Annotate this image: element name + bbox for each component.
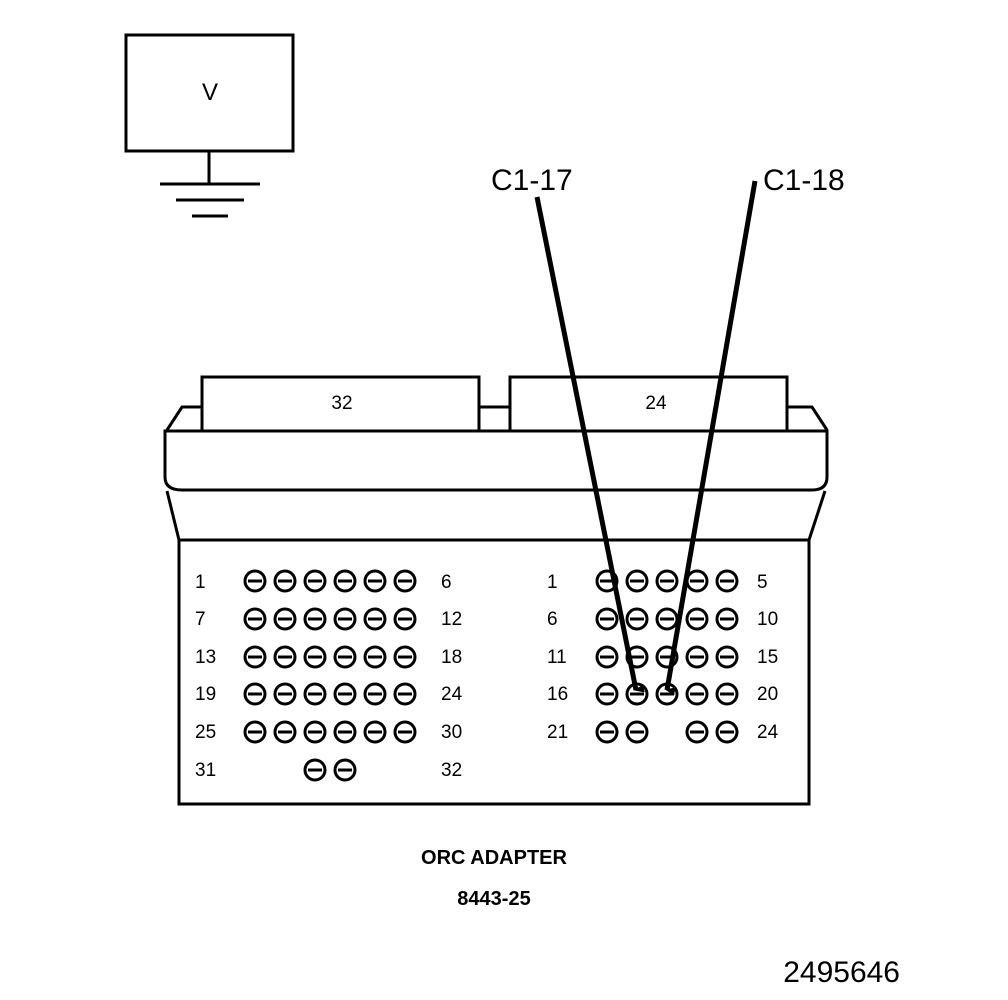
pin-label: 1: [195, 572, 206, 593]
pin-label: 32: [441, 760, 462, 781]
pin-label: 20: [757, 684, 778, 705]
pin-socket: [715, 569, 739, 593]
pin-socket: [685, 720, 709, 744]
probe-leads: [534, 180, 758, 696]
pin-socket: [393, 607, 417, 631]
adapter-part-number: 8443-25: [457, 888, 530, 910]
pin-socket: [393, 682, 417, 706]
connector-left-row-labels: 1 6 7 12 13 18 19 24 25 30 31 32: [195, 572, 463, 781]
pin-label: 16: [547, 684, 568, 705]
probe-label-c1-18: C1-18: [763, 164, 845, 197]
pin-socket: [715, 682, 739, 706]
pin-socket: [685, 607, 709, 631]
pin-socket: [333, 682, 357, 706]
pin-socket: [625, 720, 649, 744]
pin-label: 30: [441, 722, 462, 743]
pin-socket: [303, 682, 327, 706]
pin-label: 6: [441, 572, 452, 593]
pin-socket: [273, 682, 297, 706]
pin-socket: [243, 569, 267, 593]
pin-socket: [685, 645, 709, 669]
pin-socket: [273, 607, 297, 631]
pin-label: 6: [547, 609, 558, 630]
pin-socket: [363, 569, 387, 593]
pin-socket: [333, 607, 357, 631]
pin-socket: [363, 682, 387, 706]
pin-socket: [333, 569, 357, 593]
pin-socket: [363, 607, 387, 631]
voltmeter-box: [124, 33, 295, 153]
connector-left-pins: [243, 569, 417, 782]
adapter-face: [177, 538, 811, 806]
pin-label: 7: [195, 609, 206, 630]
pin-socket: [243, 607, 267, 631]
pin-socket: [363, 720, 387, 744]
pin-label: 19: [195, 684, 216, 705]
pin-socket: [333, 720, 357, 744]
pin-socket: [303, 758, 327, 782]
figure-id: 2495646: [783, 956, 900, 989]
pin-socket: [595, 607, 619, 631]
probe-label-c1-17: C1-17: [491, 164, 573, 197]
pin-label: 18: [441, 647, 462, 668]
pin-socket: [715, 645, 739, 669]
pin-label: 31: [195, 760, 216, 781]
pin-socket: [393, 720, 417, 744]
pin-socket: [303, 607, 327, 631]
pin-socket: [303, 720, 327, 744]
connector-right-pins: [595, 569, 739, 744]
pin-socket: [273, 645, 297, 669]
pin-socket: [243, 682, 267, 706]
pin-socket: [333, 645, 357, 669]
pin-socket: [625, 569, 649, 593]
pin-label: 11: [547, 647, 567, 668]
connector-right-tab-label: 24: [645, 393, 667, 414]
pin-socket: [685, 569, 709, 593]
pin-socket: [363, 645, 387, 669]
pin-socket: [655, 569, 679, 593]
pin-socket: [595, 720, 619, 744]
pin-socket: [393, 569, 417, 593]
adapter-upper-body: [163, 429, 829, 492]
voltmeter: V: [124, 33, 295, 218]
pin-socket: [243, 720, 267, 744]
pin-label: 13: [195, 647, 216, 668]
pin-label: 21: [547, 722, 568, 743]
pin-label: 1: [547, 572, 558, 593]
adapter-taper: [165, 490, 827, 542]
connector-left-tab-label: 32: [331, 393, 352, 414]
pin-socket: [715, 607, 739, 631]
pin-socket: [715, 720, 739, 744]
pin-socket: [595, 645, 619, 669]
pin-label: 12: [441, 609, 462, 630]
pin-label: 24: [441, 684, 463, 705]
probe-lead-c1-17: [534, 196, 645, 693]
pin-socket: [303, 645, 327, 669]
adapter-shoulders: [165, 405, 829, 431]
pin-socket: [303, 569, 327, 593]
voltmeter-symbol: V: [202, 79, 218, 106]
probe-lead-c1-18: [664, 180, 758, 696]
pin-socket: [655, 607, 679, 631]
pin-socket: [595, 682, 619, 706]
pin-socket: [625, 607, 649, 631]
ground-icon: [160, 151, 260, 218]
connector-right-row-labels: 1 5 6 10 11 15 16 20 21 24: [547, 572, 779, 743]
pin-socket: [333, 758, 357, 782]
pin-socket: [273, 720, 297, 744]
pin-socket: [685, 682, 709, 706]
orc-adapter: [163, 375, 829, 806]
pin-label: 10: [757, 609, 778, 630]
pin-socket: [393, 645, 417, 669]
pin-socket: [243, 645, 267, 669]
pin-label: 15: [757, 647, 778, 668]
connector-tab-right: [508, 375, 789, 433]
pin-label: 25: [195, 722, 216, 743]
adapter-title: ORC ADAPTER: [421, 847, 567, 869]
pin-socket: [273, 569, 297, 593]
pin-label: 5: [757, 572, 768, 593]
pin-label: 24: [757, 722, 779, 743]
